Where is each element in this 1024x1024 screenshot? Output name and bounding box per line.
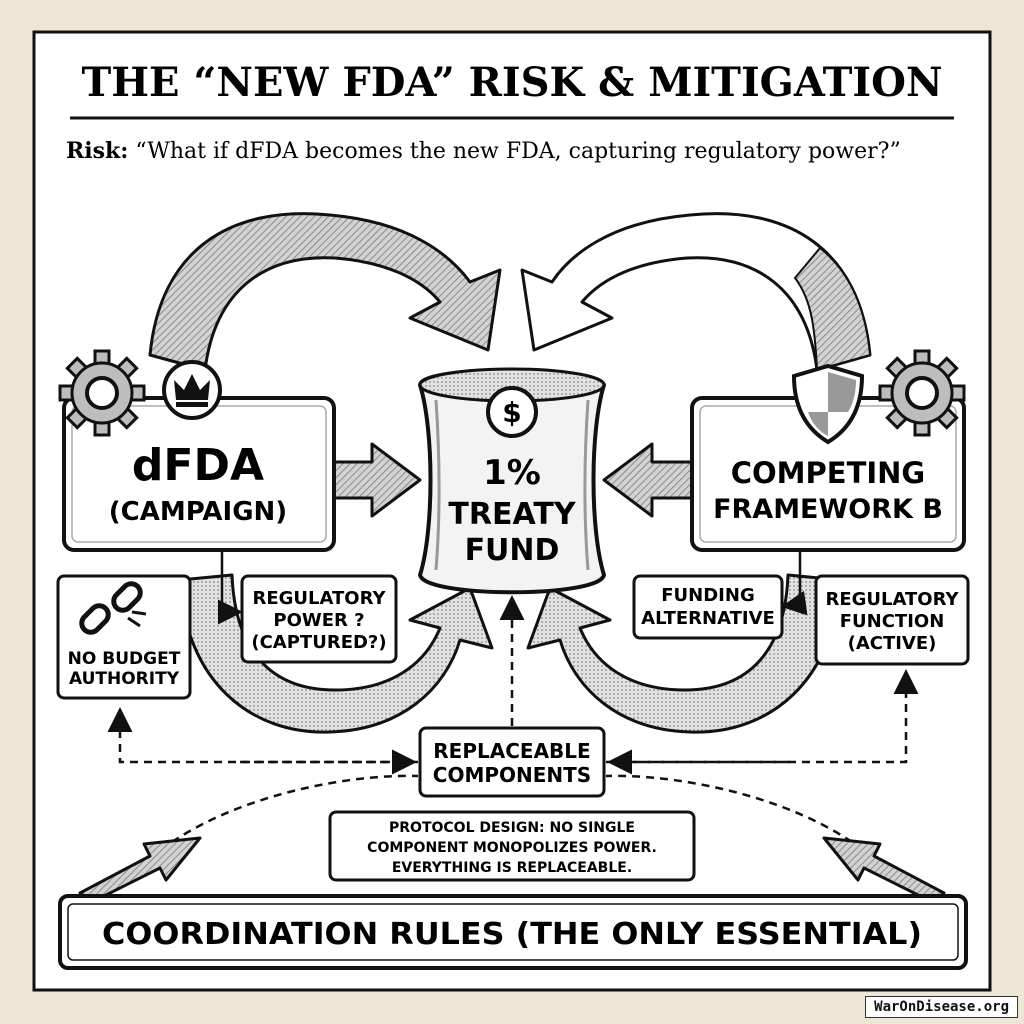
dashed-arc-right [605, 774, 853, 844]
gear-icon [878, 349, 966, 437]
coordination-bar [58, 894, 968, 970]
arrow-bottom-right-arc [526, 573, 842, 734]
arrow-top-right-shade [793, 246, 872, 372]
coordination-rules-label: COORDINATION RULES (THE ONLY ESSENTIAL) [102, 917, 922, 952]
page-title: THE “NEW FDA” RISK & MITIGATION [81, 59, 942, 106]
risk-statement: Risk: “What if dFDA becomes the new FDA,… [66, 138, 901, 164]
dashed-arc-left [171, 774, 419, 844]
gear-icon [58, 349, 146, 437]
dfda-subtitle: (CAMPAIGN) [109, 497, 287, 527]
replaceable-line-1: REPLACEABLE [433, 739, 590, 763]
regulatory-power-line-2: POWER ? [273, 610, 364, 631]
fund-line-3: FUND [465, 533, 560, 568]
regulatory-function-line-1: REGULATORY [825, 589, 959, 610]
risk-label: Risk: [66, 138, 128, 164]
protocol-note-box [328, 810, 696, 882]
dashed-to-no-budget [107, 707, 418, 764]
watermark: WarOnDisease.org [865, 996, 1018, 1018]
dollar-icon-glyph: $ [502, 396, 521, 429]
protocol-line-3: EVERYTHING IS REPLACEABLE. [392, 860, 632, 876]
framework-b-title-1: COMPETING [731, 456, 926, 490]
arrow-left-to-fund [330, 442, 422, 518]
fund-line-1: 1% [483, 453, 541, 493]
no-budget-line-2: AUTHORITY [69, 669, 180, 689]
shield-icon [791, 363, 865, 445]
connector-dfda-to-power [218, 552, 243, 625]
regulatory-function-line-3: (ACTIVE) [848, 633, 937, 654]
dashed-connectors [107, 595, 919, 844]
broken-chain-icon [79, 581, 147, 635]
funding-alternative-line-2: ALTERNATIVE [641, 608, 775, 629]
regulatory-function-line-2: FUNCTION [840, 611, 945, 632]
protocol-line-2: COMPONENT MONOPOLIZES POWER. [367, 840, 657, 856]
risk-text: “What if dFDA becomes the new FDA, captu… [128, 139, 900, 164]
coordination-bar-inner [67, 903, 959, 961]
fund-line-2: TREATY [448, 497, 576, 532]
framework-b-title-2: FRAMEWORK B [713, 494, 943, 525]
treaty-fund-drum [417, 367, 607, 595]
crown-icon [162, 360, 222, 420]
protocol-line-1: PROTOCOL DESIGN: NO SINGLE [389, 820, 635, 836]
regulatory-function-box [814, 574, 970, 666]
arrow-top-left-arc [148, 212, 502, 372]
dollar-icon [486, 386, 538, 438]
no-budget-box [56, 574, 192, 700]
replaceable-line-2: COMPONENTS [433, 763, 591, 787]
dfda-title: dFDA [132, 440, 264, 491]
regulatory-power-line-1: REGULATORY [252, 588, 386, 609]
replaceable-components-box [418, 726, 606, 798]
regulatory-power-line-3: (CAPTURED?) [251, 632, 386, 653]
arrow-top-right-arc [520, 212, 872, 372]
connector-framework-to-funding [781, 552, 808, 616]
no-budget-line-1: NO BUDGET [68, 649, 181, 669]
funding-alternative-line-1: FUNDING [661, 585, 754, 606]
arrow-bottom-left-arc [178, 573, 494, 734]
arrow-right-to-fund [602, 442, 694, 518]
